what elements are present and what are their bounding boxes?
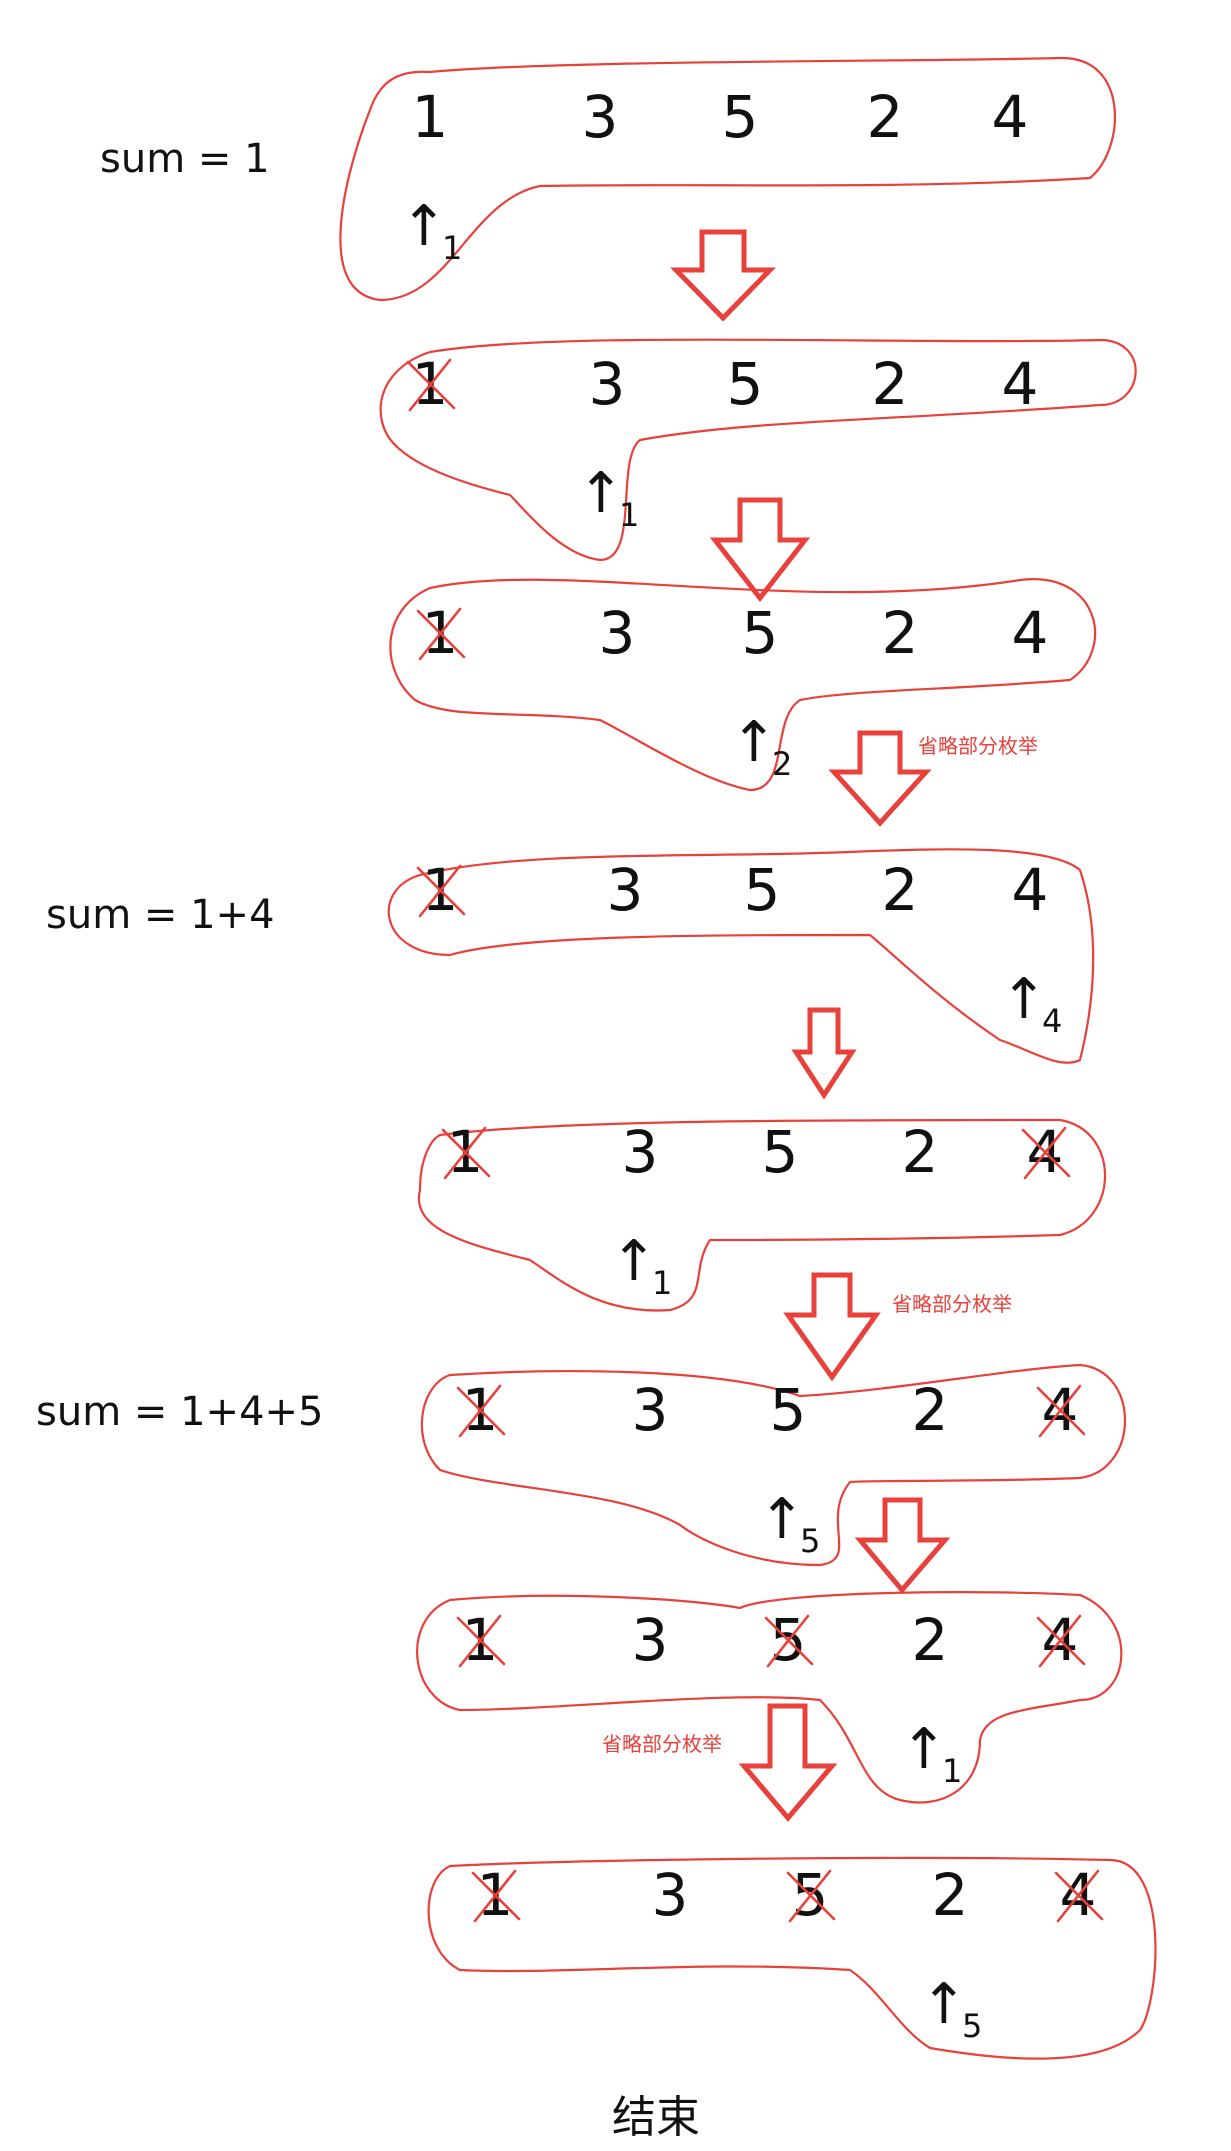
sum-label-1: sum = 1 bbox=[100, 136, 270, 182]
array-number: 3 bbox=[599, 599, 636, 667]
cross-mark bbox=[443, 1126, 487, 1180]
pointer-subscript: 1 bbox=[442, 229, 462, 267]
down-arrow-2 bbox=[709, 497, 811, 603]
row-outline-3 bbox=[389, 578, 1096, 792]
cross-mark bbox=[418, 864, 462, 918]
pointer-subscript: 1 bbox=[942, 1752, 962, 1790]
cross-mark bbox=[766, 1614, 810, 1668]
cross-mark bbox=[1038, 1614, 1082, 1668]
pointer-subscript: 5 bbox=[800, 1522, 820, 1560]
array-number: 4 bbox=[1012, 599, 1049, 667]
array-number: 3 bbox=[632, 1376, 669, 1444]
pointer-subscript: 5 bbox=[962, 2007, 982, 2045]
cross-mark bbox=[458, 1614, 502, 1668]
down-arrow-3 bbox=[828, 730, 932, 827]
array-number: 5 bbox=[727, 350, 764, 418]
row-outline-2 bbox=[379, 338, 1137, 562]
cross-mark bbox=[418, 607, 462, 661]
end-label: 结束 bbox=[612, 2092, 700, 2143]
row-outline-7 bbox=[416, 1591, 1123, 1804]
cross-mark bbox=[1023, 1126, 1067, 1180]
cross-mark bbox=[458, 1384, 502, 1438]
pointer-subscript: 2 bbox=[772, 745, 792, 783]
pointer-arrow: ↑ bbox=[578, 461, 625, 526]
sum-label-3: sum = 1+4+5 bbox=[36, 1389, 323, 1435]
pointer-arrow: ↑ bbox=[921, 1972, 968, 2037]
cross-mark bbox=[1056, 1869, 1100, 1923]
array-number: 5 bbox=[762, 1118, 799, 1186]
pointer-subscript: 1 bbox=[619, 496, 639, 534]
pointer-arrow: ↑ bbox=[731, 710, 778, 775]
down-arrow-7 bbox=[738, 1703, 838, 1822]
array-number: 3 bbox=[622, 1118, 659, 1186]
row-outline-5 bbox=[417, 1118, 1106, 1312]
array-number: 2 bbox=[867, 83, 904, 151]
note-3: 省略部分枚举 bbox=[602, 1732, 722, 1756]
array-number: 2 bbox=[912, 1606, 949, 1674]
cross-mark bbox=[1038, 1384, 1082, 1438]
row-outline-6 bbox=[420, 1363, 1126, 1567]
array-number: 3 bbox=[607, 856, 644, 924]
cross-mark bbox=[473, 1869, 517, 1923]
array-number: 3 bbox=[582, 83, 619, 151]
array-number: 2 bbox=[882, 599, 919, 667]
array-number: 3 bbox=[652, 1861, 689, 1929]
array-number: 4 bbox=[1012, 856, 1049, 924]
down-arrow-5 bbox=[783, 1272, 881, 1382]
array-number: 5 bbox=[744, 856, 781, 924]
pointer-arrow: ↑ bbox=[611, 1229, 658, 1294]
array-number: 3 bbox=[589, 350, 626, 418]
array-number: 4 bbox=[1002, 350, 1039, 418]
array-number: 2 bbox=[902, 1118, 939, 1186]
array-number: 4 bbox=[992, 83, 1029, 151]
pointer-arrow: ↑ bbox=[759, 1487, 806, 1552]
row-outlines bbox=[339, 56, 1157, 2060]
array-number: 5 bbox=[742, 599, 779, 667]
cross-mark bbox=[788, 1869, 832, 1923]
down-arrows bbox=[670, 229, 951, 1822]
row-outline-1 bbox=[339, 56, 1116, 302]
pointer-subscript: 1 bbox=[652, 1264, 672, 1302]
pointer-arrow: ↑ bbox=[901, 1717, 948, 1782]
note-2: 省略部分枚举 bbox=[892, 1292, 1012, 1316]
down-arrow-1 bbox=[670, 229, 776, 322]
array-number: 2 bbox=[912, 1376, 949, 1444]
pointer-subscript: 4 bbox=[1042, 1002, 1062, 1040]
array-number: 5 bbox=[722, 83, 759, 151]
cross-mark bbox=[408, 358, 452, 412]
down-arrow-4 bbox=[791, 1007, 857, 1100]
note-1: 省略部分枚举 bbox=[918, 734, 1038, 758]
down-arrow-6 bbox=[854, 1497, 951, 1594]
row-outline-8 bbox=[427, 1856, 1157, 2060]
pointer-arrow: ↑ bbox=[401, 194, 448, 259]
array-number: 2 bbox=[872, 350, 909, 418]
sum-label-2: sum = 1+4 bbox=[46, 892, 275, 938]
array-number: 2 bbox=[932, 1861, 969, 1929]
array-number: 1 bbox=[412, 83, 449, 151]
array-number: 5 bbox=[770, 1376, 807, 1444]
array-number: 3 bbox=[632, 1606, 669, 1674]
row-outline-4 bbox=[387, 848, 1095, 1064]
array-number: 2 bbox=[882, 856, 919, 924]
pointer-arrow: ↑ bbox=[1001, 967, 1048, 1032]
